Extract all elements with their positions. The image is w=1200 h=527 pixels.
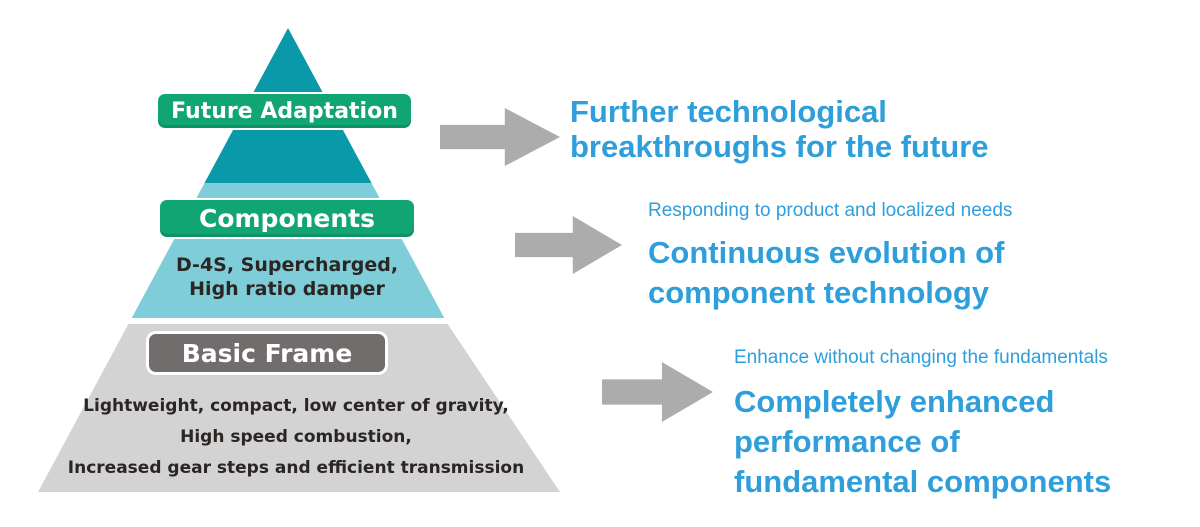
badge-future-adaptation: Future Adaptation <box>156 92 413 130</box>
annotation-title: Continuous evolution of component techno… <box>648 235 1005 310</box>
annotation-title: Further technological breakthroughs for … <box>570 94 989 164</box>
badge-basic-frame: Basic Frame <box>146 331 388 375</box>
annotation-basic-frame: Enhance without changing the fundamental… <box>734 347 1111 502</box>
annotation-future-adaptation: Further technological breakthroughs for … <box>570 94 989 164</box>
annotation-components: Responding to product and localized need… <box>648 200 1012 313</box>
annotation-subtitle: Enhance without changing the fundamental… <box>734 347 1108 368</box>
right-arrow-icon <box>602 362 713 422</box>
components-detail-text: D-4S, Supercharged, High ratio damper <box>175 254 399 300</box>
annotation-subtitle: Responding to product and localized need… <box>648 200 1013 221</box>
annotation-title: Completely enhanced performance of funda… <box>734 384 1112 499</box>
badge-components: Components <box>158 198 416 239</box>
basic-frame-detail-text: Lightweight, compact, low center of grav… <box>67 396 525 478</box>
